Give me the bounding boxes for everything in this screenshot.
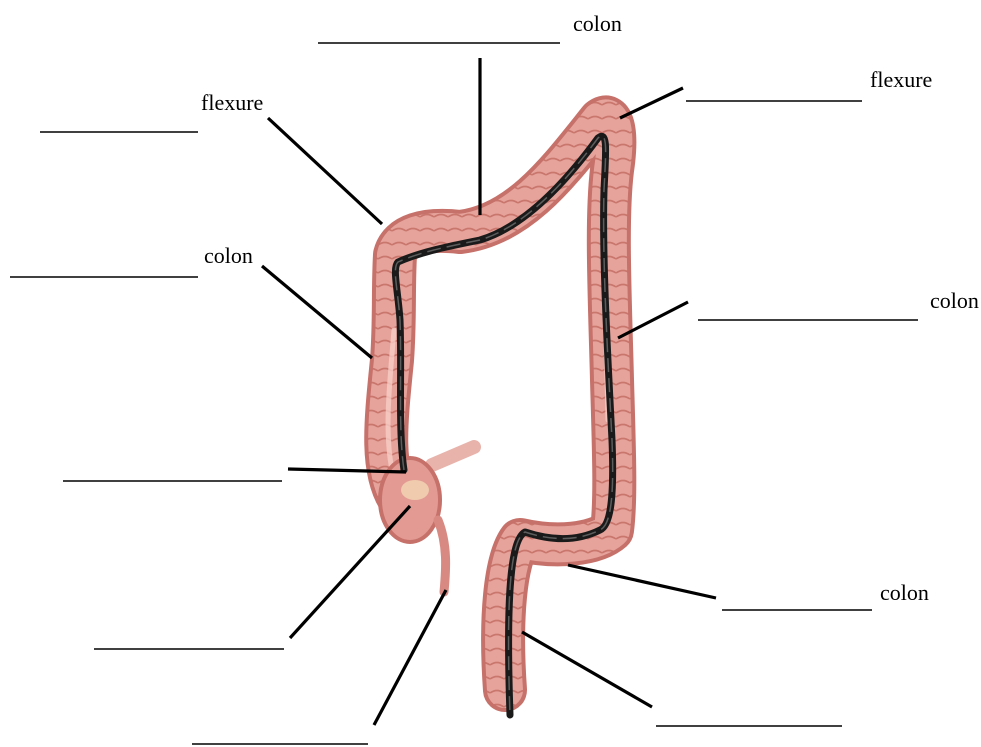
- label-sigmoid-colon: colon: [568, 565, 929, 610]
- leader-line-4: [262, 266, 372, 358]
- leader-line-3: [620, 88, 683, 118]
- label-blank-ileocecal: [63, 469, 406, 481]
- label-text-right-flexure: flexure: [870, 67, 932, 92]
- leader-line-8: [568, 565, 716, 598]
- leader-line-9: [374, 590, 446, 725]
- label-blank-cecum: [94, 506, 410, 649]
- label-text-left-flexure: flexure: [201, 90, 263, 115]
- ileum-stub: [432, 447, 474, 465]
- label-transverse-colon: colon: [318, 11, 622, 215]
- label-text-transverse-colon: colon: [573, 11, 622, 36]
- label-blank-appendix: [192, 590, 446, 744]
- label-right-flexure: flexure: [620, 67, 932, 118]
- label-text-descending-colon: colon: [930, 288, 979, 313]
- label-ascending-colon: colon: [10, 243, 372, 358]
- appendix: [438, 520, 446, 592]
- label-left-flexure: flexure: [40, 90, 382, 224]
- label-descending-colon: colon: [618, 288, 979, 338]
- leader-line-2: [268, 118, 382, 224]
- leader-line-10: [522, 632, 652, 707]
- colon-body: [386, 117, 614, 690]
- label-text-sigmoid-colon: colon: [880, 580, 929, 605]
- colon-illustration-icon: [380, 117, 614, 690]
- label-text-ascending-colon: colon: [204, 243, 253, 268]
- label-blank-rectum: [522, 632, 842, 726]
- leader-line-7: [290, 506, 410, 638]
